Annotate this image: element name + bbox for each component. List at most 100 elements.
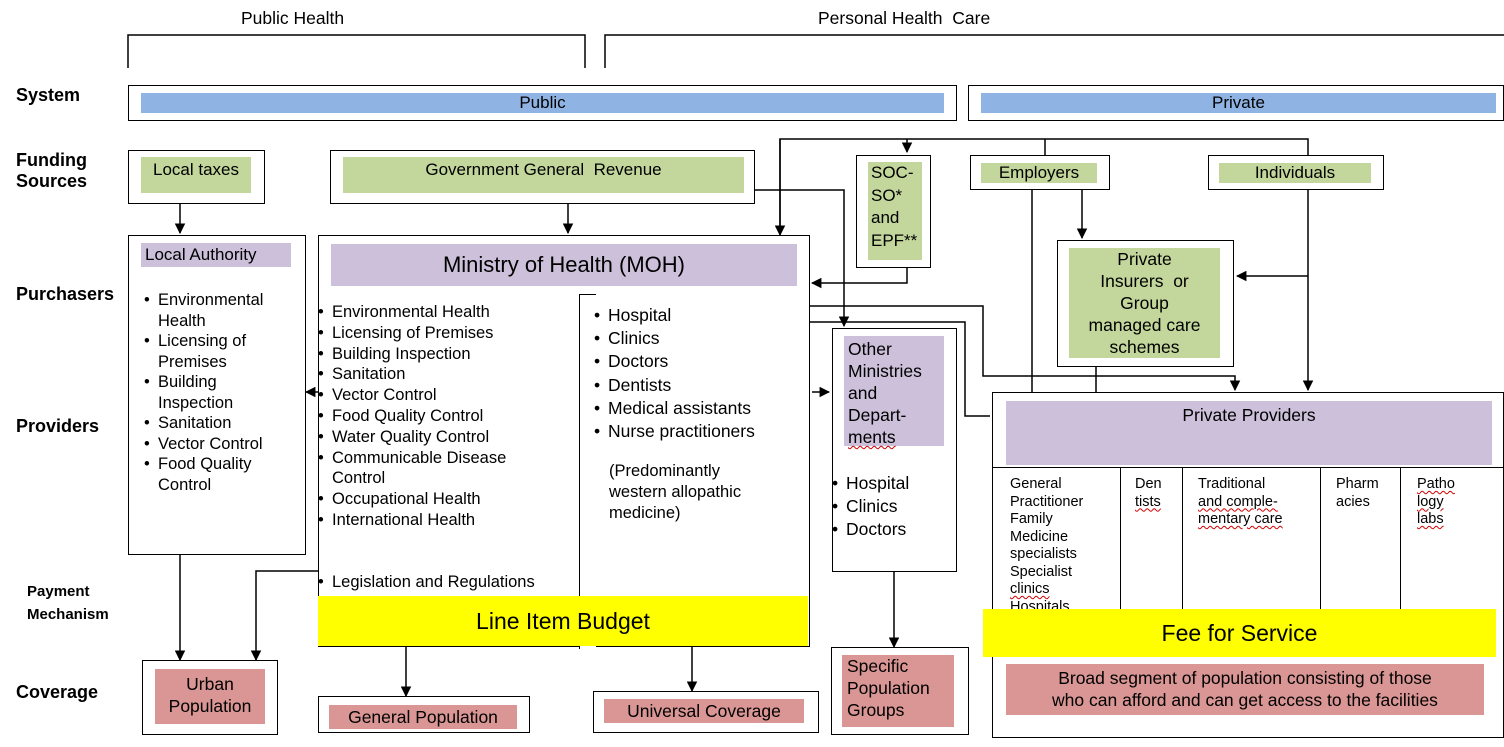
moh-public-health-item: •Vector Control [317, 385, 577, 406]
gp-cell: General Practitioner Family Medicine spe… [1010, 476, 1083, 612]
local-taxes-label: Local taxes [141, 157, 251, 193]
traditional-line: Traditional [1198, 476, 1266, 492]
moh-personal-care-item-text: Clinics [608, 328, 660, 349]
gp-line: General [1010, 476, 1062, 492]
bullet-icon: • [318, 365, 324, 384]
employers-label: Employers [981, 163, 1097, 183]
gp-line: specialists [1010, 546, 1077, 562]
row-label-payment-line1: Payment [27, 583, 90, 600]
local-authority-item-text: Environmental [158, 291, 264, 309]
pathology-line: labs [1417, 511, 1444, 527]
local-authority-item: •Vector Control [143, 434, 303, 455]
row-label-funding-line2: Sources [16, 171, 88, 191]
bullet-icon: • [594, 351, 601, 372]
moh-personal-care-item-text: Dentists [608, 374, 672, 395]
gp-line: clinics [1010, 581, 1050, 597]
other-ministries-item-text: Clinics [846, 496, 898, 516]
individuals-box: Individuals [1208, 155, 1384, 190]
grid-divider [1120, 468, 1121, 618]
gp-line: Hospitals [1010, 598, 1070, 613]
broad-line: who can afford and can get access to the… [1052, 690, 1438, 710]
moh-personal-care-item: •Medical assistants [593, 397, 793, 420]
government-revenue-box: Government General Revenue [330, 150, 755, 204]
bullet-icon: • [594, 374, 601, 395]
local-authority-item-text: Building [158, 373, 217, 391]
line-item-budget-label: Line Item Budget [318, 596, 808, 646]
grid-divider [1400, 468, 1401, 618]
moh-personal-care-item-text: Doctors [608, 351, 669, 372]
bullet-icon: • [832, 496, 839, 516]
moh-personal-care-item-text: Nurse practitioners [608, 421, 755, 442]
specific-population-box: Specific Population Groups [831, 647, 969, 735]
moh-note: (Predominantly western allopathic medici… [609, 461, 741, 524]
bullet-icon: • [318, 490, 324, 509]
moh-personal-care-list: •Hospital • Clinics• Doctors• Dentists•Medic… [593, 304, 793, 443]
general-population-label: General Population [329, 705, 517, 729]
employers-box: Employers [970, 155, 1110, 190]
bullet-icon: • [144, 373, 150, 391]
bullet-icon: • [318, 406, 324, 425]
row-label-purchasers: Purchasers [16, 284, 115, 304]
specific-population-label: Specific Population Groups [842, 655, 954, 727]
local-authority-item-text: Control [158, 475, 212, 494]
moh-note-line: (Predominantly [609, 462, 720, 480]
traditional-line: mentary care [1198, 511, 1283, 527]
other-ministries-title-line: Depart- [848, 405, 907, 425]
bullet-icon: • [318, 427, 324, 446]
bullet-icon: • [144, 455, 150, 473]
private-insurers-line: Private [1117, 249, 1172, 269]
other-ministries-title-line: Other [848, 339, 892, 359]
private-insurers-box: Private Insurers or Group managed care s… [1057, 240, 1234, 367]
other-ministries-item: •Doctors [831, 518, 951, 541]
private-insurers-line: managed care [1088, 315, 1201, 335]
other-ministries-list: •Hospital•Clinics•Doctors [831, 472, 951, 541]
private-providers-grid [993, 467, 1503, 618]
socso-epf-box: SOC- SO* and EPF** [856, 155, 931, 268]
specific-line: Groups [847, 700, 905, 720]
gp-line: Medicine [1010, 528, 1069, 545]
moh-personal-care-item: • Doctors [593, 350, 793, 373]
socso-line: SOC- [871, 163, 914, 182]
other-ministries-item: • Clinics [831, 495, 951, 518]
grid-divider [1320, 468, 1321, 618]
row-label-funding-line1: Funding [16, 150, 87, 170]
pathology-line: Patho [1417, 476, 1455, 492]
moh-box: Ministry of Health (MOH) •Environmental … [317, 235, 810, 649]
bullet-icon: • [318, 448, 324, 467]
local-taxes-box: Local taxes [128, 150, 265, 204]
moh-public-health-item-text: Sanitation [332, 365, 406, 384]
local-authority-item-text: Premises [158, 352, 227, 371]
local-authority-item-text: Inspection [158, 393, 234, 412]
gp-line: Practitioner [1010, 493, 1084, 510]
private-insurers-line: Insurers or [1100, 271, 1189, 291]
specific-line: Specific [847, 656, 909, 676]
local-authority-item-text: Food Quality [158, 455, 252, 473]
arrow-moh-to-gp [809, 321, 990, 417]
bullet-icon: • [318, 323, 324, 342]
moh-personal-care-item: •Nurse practitioners [593, 420, 793, 443]
local-authority-item-text: Licensing of [158, 332, 247, 350]
government-revenue-label: Government General Revenue [343, 157, 744, 193]
other-ministries-item-text: Doctors [846, 519, 907, 539]
moh-public-health-item-text: Communicable Disease [332, 448, 507, 467]
row-label-coverage: Coverage [16, 682, 99, 702]
individuals-label: Individuals [1219, 163, 1371, 183]
public-health-header: Public Health [241, 8, 345, 28]
pathology-line: logy [1417, 493, 1444, 510]
moh-public-health-item: •Water Quality Control [317, 427, 577, 448]
arrow-socso-to-moh [810, 268, 908, 289]
broad-segment-label: Broad segment of population consisting o… [1006, 664, 1484, 715]
moh-note-line: medicine) [609, 504, 681, 522]
local-authority-item-text: Vector Control [158, 434, 263, 453]
moh-personal-care-item: •Hospital [593, 304, 793, 327]
system-private-label: Private [981, 93, 1496, 113]
local-authority-title: Local Authority [141, 243, 291, 267]
moh-public-health-item: •Environmental Health [317, 302, 577, 323]
traditional-cell: Traditional and comple- mentary care [1198, 476, 1283, 529]
system-public-label: Public [141, 93, 944, 113]
